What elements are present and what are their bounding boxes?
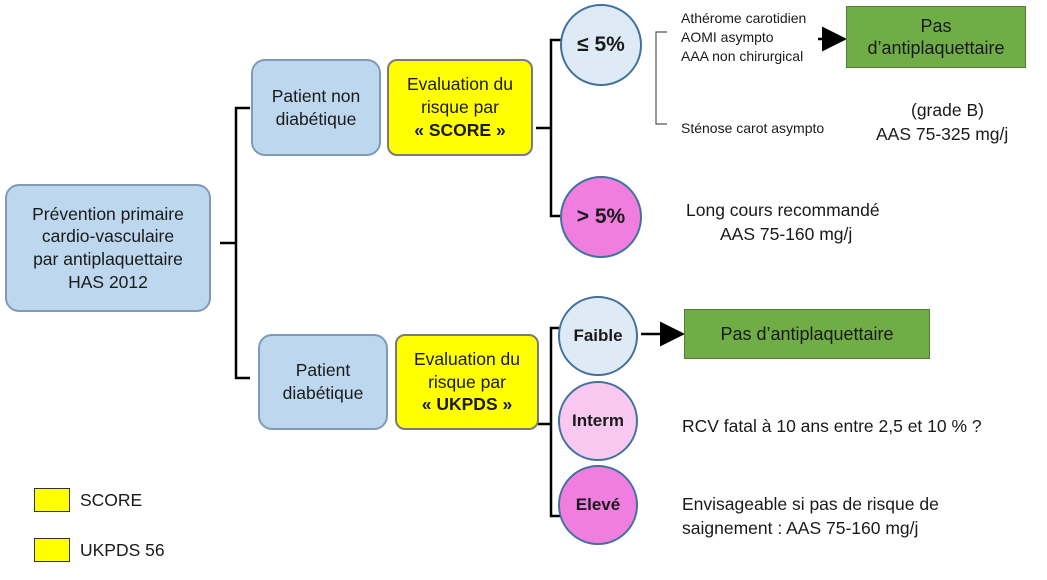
circle-high-risk: > 5% bbox=[560, 176, 642, 258]
outcome-line: d’antiplaquettaire bbox=[867, 38, 1005, 58]
score-brace bbox=[536, 38, 563, 218]
outcome-line: Pas bbox=[920, 15, 952, 36]
legend-label-ukpds: UKPDS 56 bbox=[80, 540, 165, 560]
evaluation-line: Evaluation du bbox=[406, 74, 514, 95]
legend-swatch-ukpds bbox=[34, 538, 70, 562]
condition-atherome: Athérome carotidien bbox=[681, 10, 807, 26]
patient-diabetic-line: Patient bbox=[295, 360, 351, 381]
conditions-bracket bbox=[655, 31, 667, 125]
evaluation-ukpds-box: Evaluation du risque par « UKPDS » bbox=[395, 334, 539, 430]
condition-stenose: Sténose carot asympto bbox=[681, 120, 825, 136]
stenosis-aas-note: AAS 75-325 mg/j bbox=[876, 124, 1009, 144]
interm-note: RCV fatal à 10 ans entre 2,5 et 10 % ? bbox=[682, 416, 982, 436]
outcome-faible-label: Pas d’antiplaquettaire bbox=[720, 323, 894, 344]
circle-high-risk-label: > 5% bbox=[576, 205, 626, 228]
circle-low-risk: ≤ 5% bbox=[560, 4, 642, 86]
circle-eleve-label: Elevé bbox=[575, 495, 621, 514]
legend-label-score: SCORE bbox=[80, 490, 143, 510]
eleve-note-line1: Envisageable si pas de risque de bbox=[682, 494, 939, 514]
root-box: Prévention primaire cardio-vasculaire pa… bbox=[5, 184, 211, 312]
outcome-pas-antiplaquettaire-top: Pas d’antiplaquettaire bbox=[846, 6, 1026, 68]
circle-eleve: Elevé bbox=[558, 465, 638, 545]
patient-non-diabetic-line: diabétique bbox=[275, 108, 357, 129]
condition-aaa: AAA non chirurgical bbox=[681, 48, 804, 64]
patient-non-diabetic-line: Patient non bbox=[271, 85, 361, 106]
stenosis-grade-note: (grade B) bbox=[911, 100, 984, 120]
condition-aomi: AOMI asympto bbox=[681, 29, 774, 45]
evaluation-method-ukpds: « UKPDS » bbox=[421, 394, 513, 415]
evaluation-line: Evaluation du bbox=[413, 348, 521, 369]
patient-diabetic-box: Patient diabétique bbox=[258, 334, 388, 430]
evaluation-line: risque par bbox=[428, 371, 506, 392]
circle-interm-label: Interm bbox=[572, 411, 624, 430]
high-risk-note-line1: Long cours recommandé bbox=[686, 200, 880, 220]
root-line: par antiplaquettaire bbox=[33, 249, 183, 269]
evaluation-method-score: « SCORE » bbox=[414, 119, 506, 140]
legend-swatch-score bbox=[34, 488, 70, 512]
root-brace bbox=[220, 106, 250, 380]
circle-faible-label: Faible bbox=[573, 326, 623, 345]
high-risk-note-line2: AAS 75-160 mg/j bbox=[720, 224, 853, 244]
outcome-pas-antiplaquettaire-faible: Pas d’antiplaquettaire bbox=[684, 309, 930, 359]
patient-non-diabetic-box: Patient non diabétique bbox=[251, 59, 381, 156]
circle-faible: Faible bbox=[558, 296, 638, 376]
root-line: cardio-vasculaire bbox=[41, 226, 175, 247]
evaluation-score-box: Evaluation du risque par « SCORE » bbox=[387, 59, 533, 156]
patient-diabetic-line: diabétique bbox=[282, 383, 364, 403]
ukpds-brace bbox=[538, 326, 560, 518]
eleve-note-line2: saignement : AAS 75-160 mg/j bbox=[682, 518, 919, 538]
circle-interm: Interm bbox=[558, 381, 638, 461]
circle-low-risk-label: ≤ 5% bbox=[577, 33, 625, 56]
root-line: Prévention primaire bbox=[32, 203, 184, 224]
evaluation-line: risque par bbox=[421, 97, 499, 118]
root-line: HAS 2012 bbox=[68, 271, 148, 292]
